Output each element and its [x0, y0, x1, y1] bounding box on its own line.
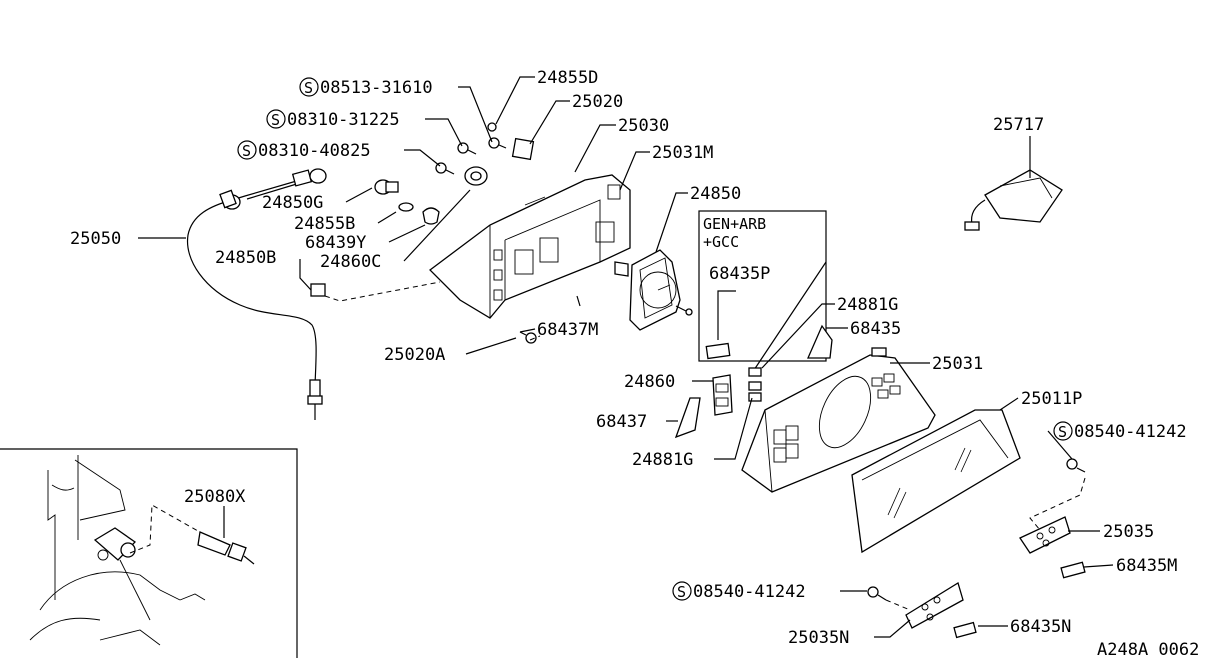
std-symbol-1: S — [304, 79, 313, 97]
label-08513-31610: 08513-31610 — [320, 78, 433, 98]
label-25020A: 25020A — [384, 345, 445, 365]
label-08310-31225: 08310-31225 — [287, 110, 400, 130]
small-fasteners-cluster — [310, 122, 537, 344]
label-24850: 24850 — [690, 184, 741, 204]
label-24850G: 24850G — [262, 193, 323, 213]
label-24850B: 24850B — [215, 248, 276, 268]
label-08540-41242-bottom: 08540-41242 — [693, 582, 806, 602]
label-25031: 25031 — [932, 354, 983, 374]
meter-housing — [429, 174, 631, 319]
label-25035N: 25035N — [788, 628, 849, 648]
diagram-code: A248A 0062 — [1097, 640, 1199, 660]
std-symbol-2: S — [271, 111, 280, 129]
label-68435M: 68435M — [1116, 556, 1177, 576]
speedometer-unit — [614, 249, 693, 331]
label-24860C: 24860C — [320, 252, 381, 272]
label-25717: 25717 — [993, 115, 1044, 135]
variant-line-2: +GCC — [703, 233, 739, 251]
dashed-guide-lines — [324, 281, 1086, 611]
label-25035: 25035 — [1103, 522, 1154, 542]
label-68435: 68435 — [850, 319, 901, 339]
label-24855D: 24855D — [537, 68, 598, 88]
cluster-lens — [851, 409, 1021, 554]
label-68439Y: 68439Y — [305, 233, 366, 253]
label-08310-40825: 08310-40825 — [258, 141, 371, 161]
variant-box: GEN+ARB +GCC — [698, 210, 827, 374]
std-symbol-4: S — [1058, 423, 1067, 441]
label-25020: 25020 — [572, 92, 623, 112]
std-symbol-3: S — [242, 142, 251, 160]
label-08540-41242-right: 08540-41242 — [1074, 422, 1187, 442]
label-68437: 68437 — [596, 412, 647, 432]
cluster-lid — [741, 347, 936, 493]
label-25080X: 25080X — [184, 487, 246, 507]
label-68437M: 68437M — [537, 320, 598, 340]
label-25050: 25050 — [70, 229, 121, 249]
label-68435N: 68435N — [1010, 617, 1071, 637]
label-24881G-bottom: 24881G — [632, 450, 693, 470]
speedometer-cable — [186, 168, 327, 420]
variant-line-1: GEN+ARB — [703, 215, 766, 233]
inset-view — [0, 448, 298, 658]
label-24855B: 24855B — [294, 214, 355, 234]
module-25717 — [964, 169, 1063, 231]
label-25011P: 25011P — [1021, 389, 1082, 409]
label-25030: 25030 — [618, 116, 669, 136]
std-symbol-5: S — [677, 583, 686, 601]
middle-small-parts — [674, 324, 833, 439]
standard-part-symbols: S S S S S — [237, 77, 1073, 601]
label-24881G-top: 24881G — [837, 295, 898, 315]
label-24860: 24860 — [624, 372, 675, 392]
bracket-25035N — [867, 582, 977, 639]
part-labels: 08513-31610 08310-31225 08310-40825 2485… — [70, 68, 1199, 660]
label-25031M: 25031M — [652, 143, 713, 163]
leader-lines — [138, 76, 1114, 638]
label-68435P: 68435P — [709, 264, 770, 284]
